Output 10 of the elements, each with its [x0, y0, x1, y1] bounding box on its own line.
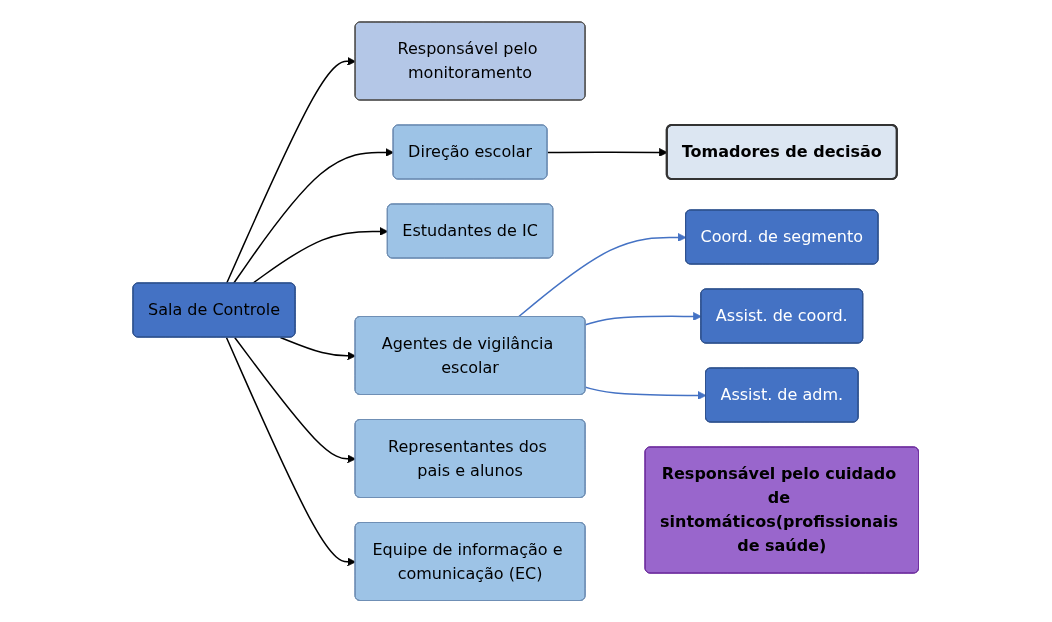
arrow — [585, 386, 707, 400]
arrow — [585, 311, 702, 326]
arrow — [234, 336, 357, 463]
arrow — [517, 232, 687, 318]
arrow — [226, 56, 357, 284]
arrow — [547, 147, 668, 157]
arrow — [225, 336, 357, 566]
arrow — [252, 226, 389, 284]
arrow — [233, 147, 395, 284]
arrow — [279, 336, 357, 360]
